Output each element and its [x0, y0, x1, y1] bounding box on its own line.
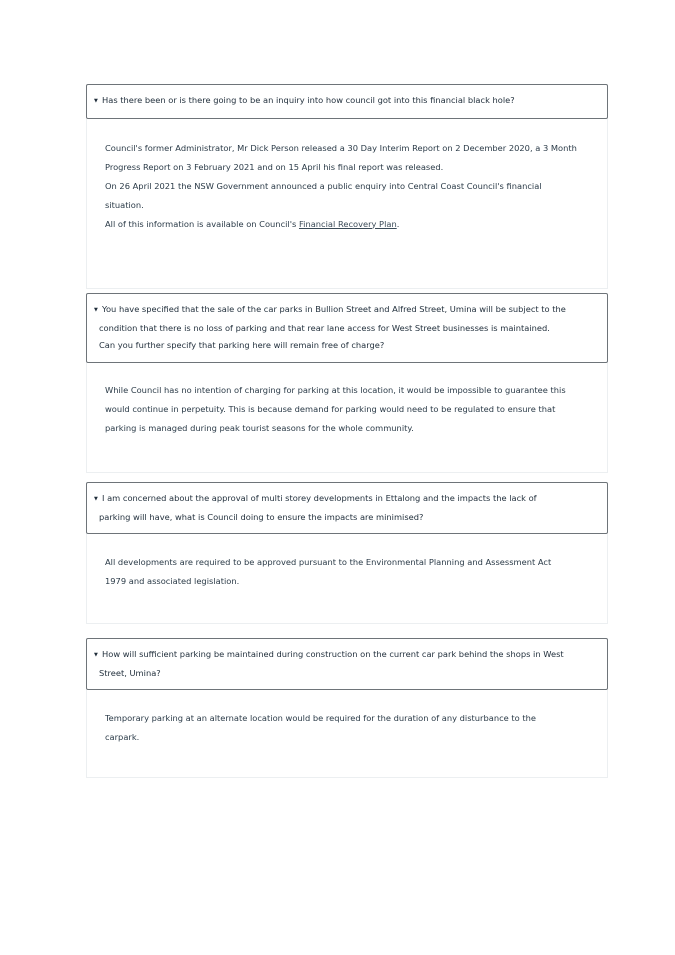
faq-item: ▼ I am concerned about the approval of mu…	[86, 482, 608, 624]
faq-question-text: Street, Umina?	[99, 667, 161, 678]
faq-question-toggle[interactable]: ▼ How will sufficient parking be maintain…	[86, 638, 608, 690]
answer-line: would continue in perpetuity. This is be…	[105, 403, 556, 414]
faq-item: ▼ Has there been or is there going to be …	[86, 84, 608, 289]
faq-answer: While Council has no intention of chargi…	[86, 362, 608, 473]
financial-recovery-plan-link[interactable]: Financial Recovery Plan	[298, 218, 397, 229]
faq-question-text: You have specified that the sale of the …	[102, 304, 566, 314]
answer-line: On 26 April 2021 the NSW Government anno…	[105, 180, 542, 191]
triangle-down-icon: ▼	[94, 496, 98, 502]
faq-question-text: I am concerned about the approval of mul…	[102, 493, 537, 503]
faq-question-text: condition that there is no loss of parki…	[99, 322, 550, 333]
answer-line: Council's former Administrator, Mr Dick …	[105, 142, 577, 153]
faq-question-toggle[interactable]: ▼ You have specified that the sale of the…	[86, 293, 608, 363]
triangle-down-icon: ▼	[94, 652, 98, 658]
answer-line: Progress Report on 3 February 2021 and o…	[105, 161, 444, 172]
answer-line: Temporary parking at an alternate locati…	[105, 713, 536, 723]
faq-answer: Council's former Administrator, Mr Dick …	[86, 118, 608, 289]
answer-line: situation.	[105, 199, 144, 210]
faq-question-text: Has there been or is there going to be a…	[102, 95, 515, 105]
answer-line: All of this information is available on …	[105, 218, 299, 229]
answer-line: While Council has no intention of chargi…	[105, 384, 566, 395]
triangle-down-icon: ▼	[94, 98, 98, 104]
answer-line: parking is managed during peak tourist s…	[105, 422, 414, 433]
faq-question-text: parking will have, what is Council doing…	[99, 511, 424, 522]
faq-answer: Temporary parking at an alternate locati…	[86, 690, 608, 778]
faq-item: ▼ How will sufficient parking be maintain…	[86, 638, 608, 778]
answer-line: All developments are required to be appr…	[105, 557, 552, 567]
faq-answer: All developments are required to be appr…	[86, 534, 608, 624]
faq-question-text: Can you further specify that parking her…	[99, 340, 385, 350]
faq-question-toggle[interactable]: ▼ Has there been or is there going to be …	[86, 84, 608, 119]
faq-question-text: How will sufficient parking be maintaine…	[102, 649, 564, 659]
answer-line: carpark.	[105, 732, 140, 742]
answer-line: 1979 and associated legislation.	[105, 576, 240, 586]
triangle-down-icon: ▼	[94, 307, 98, 313]
faq-question-toggle[interactable]: ▼ I am concerned about the approval of mu…	[86, 482, 608, 534]
faq-item: ▼ You have specified that the sale of the…	[86, 293, 608, 473]
